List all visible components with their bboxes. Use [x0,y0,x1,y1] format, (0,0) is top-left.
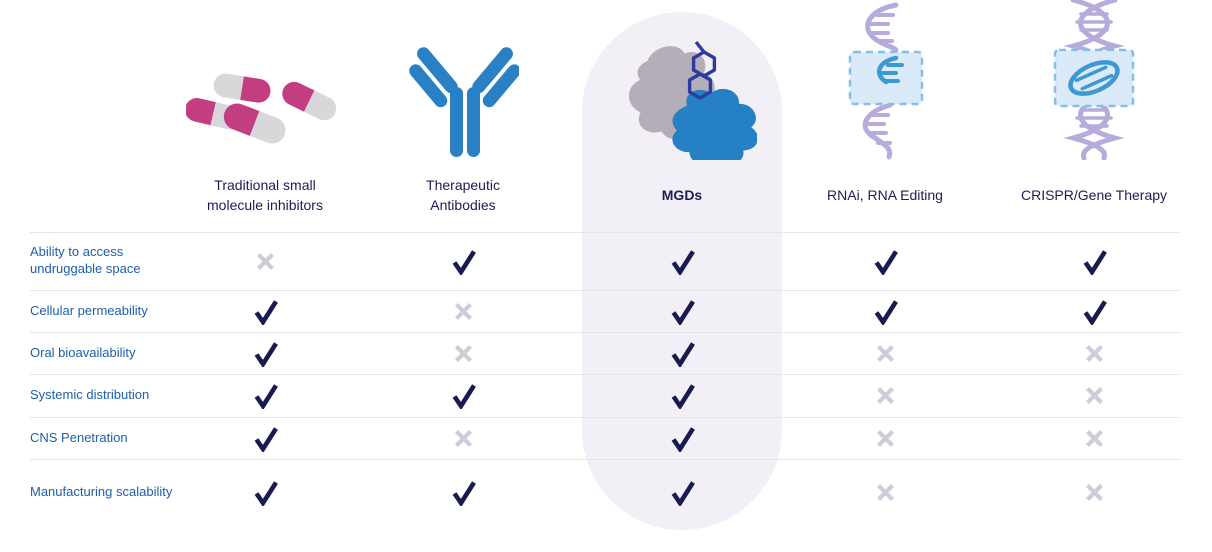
row-label: CNS Penetration [30,429,128,445]
pills-icon [186,0,344,160]
cross-icon [876,387,894,404]
check-icon [1083,249,1107,275]
column-label: Traditional small molecule inhibitors [207,177,323,213]
check-mark [988,248,1200,275]
row-label: Oral bioavailability [30,344,136,360]
check-mark [988,298,1200,325]
column-label: Therapeutic Antibodies [426,177,500,213]
cross-icon [454,429,472,447]
check-icon [254,426,278,452]
cross-mark [782,343,988,364]
check-mark [582,248,782,275]
cross-mark [988,428,1200,449]
check-mark [186,382,344,409]
cross-icon [876,483,894,501]
check-mark [344,479,582,506]
check-icon [254,299,278,325]
cross-mark [344,301,582,322]
antibody-icon-svg [409,47,519,157]
header-spacer [0,0,186,232]
molecular-glue-degrader-icon-svg [628,40,757,160]
column-label: RNAi, RNA Editing [827,187,943,204]
check-mark [186,479,344,506]
column-header-small-molecules: Traditional small molecule inhibitors [186,0,344,232]
cross-icon [876,429,894,447]
check-icon [452,384,476,409]
cross-icon [454,302,472,320]
check-mark [186,425,344,452]
check-mark [582,479,782,506]
cross-mark [988,343,1200,364]
cross-icon [1085,483,1103,501]
cross-mark [782,428,988,449]
check-icon [671,299,695,325]
dna-double-helix-icon-svg [1053,0,1135,160]
column-header-crispr: CRISPR/Gene Therapy [988,0,1200,232]
pills-icon-svg [186,73,337,144]
check-mark [582,340,782,367]
check-icon [671,480,695,506]
check-mark [582,298,782,325]
cross-icon [256,252,274,270]
check-icon [254,341,278,367]
check-mark [782,248,988,275]
check-icon [671,341,695,367]
column-header-mgds: MGDs [582,0,782,232]
check-icon [671,384,695,409]
row-label: Cellular permeability [30,302,148,318]
cross-icon [1085,429,1103,447]
column-header-rnai: RNAi, RNA Editing [782,0,988,232]
check-icon [254,384,278,409]
table-row: CNS Penetration [0,417,1200,459]
table-row: Systemic distribution [0,374,1200,417]
column-header-antibodies: Therapeutic Antibodies [344,0,582,232]
cross-mark [988,385,1200,406]
column-label: MGDs [661,187,703,204]
check-mark [582,382,782,409]
table-header: Traditional small molecule inhibitors Th… [0,0,1200,232]
check-icon [671,426,695,452]
check-icon [1083,299,1107,325]
check-icon [254,480,278,506]
cross-mark [782,385,988,406]
check-icon [874,299,898,325]
cross-mark [782,482,988,503]
rna-strand-icon-svg [848,2,924,160]
cross-mark [988,482,1200,503]
row-label: Ability to access undruggable space [30,244,141,276]
check-mark [344,382,582,409]
column-label: CRISPR/Gene Therapy [1020,187,1168,204]
antibody-icon [344,0,582,160]
molecular-glue-degrader-icon [582,0,782,160]
check-mark [344,248,582,275]
table-row: Ability to access undruggable space [0,232,1200,290]
table-row: Manufacturing scalability [0,459,1200,525]
cross-mark [186,251,344,272]
cross-icon [1085,344,1103,362]
cross-mark [344,428,582,449]
check-mark [782,298,988,325]
row-label: Systemic distribution [30,387,150,403]
rna-strand-icon [782,0,988,160]
check-icon [452,249,476,275]
table-row: Cellular permeability [0,290,1200,332]
check-icon [671,249,695,275]
table-body: Ability to access undruggable space Cell… [0,232,1200,525]
table-row: Oral bioavailability [0,332,1200,374]
cross-icon [876,344,894,362]
check-icon [452,480,476,506]
row-label: Manufacturing scalability [30,483,173,499]
cross-mark [344,343,582,364]
check-icon [874,249,898,275]
cross-icon [454,344,472,362]
check-mark [582,425,782,452]
check-mark [186,298,344,325]
check-mark [186,340,344,367]
dna-double-helix-icon [988,0,1200,160]
cross-icon [1085,387,1103,404]
